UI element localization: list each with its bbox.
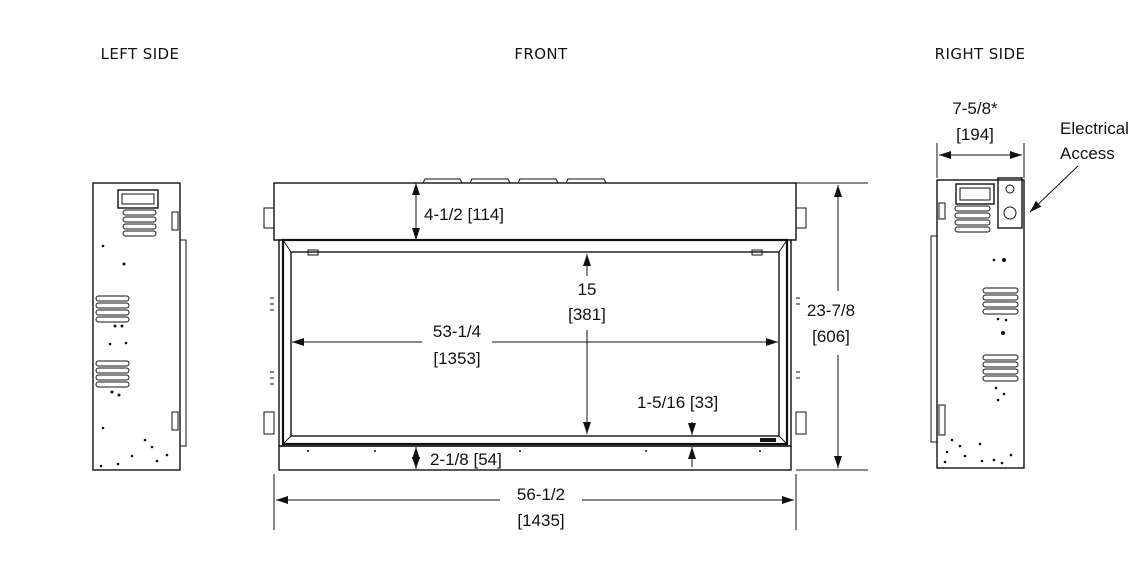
right-side-title: RIGHT SIDE <box>935 45 1026 63</box>
inner-height-mm: [381] <box>568 305 606 324</box>
overall-height-mm: [606] <box>812 327 850 346</box>
front-title: FRONT <box>514 45 568 63</box>
electrical-access-label-line1: Electrical <box>1060 119 1129 138</box>
left-side-view <box>92 182 187 471</box>
inner-width-mm: [1353] <box>433 349 480 368</box>
base-dimension: 2-1/8 [54] <box>430 450 502 469</box>
front-dimensions <box>273 182 868 530</box>
depth-dimension: 7-5/8* <box>952 99 998 118</box>
left-side-title: LEFT SIDE <box>101 45 180 63</box>
inner-width-dimension: 53-1/4 <box>433 322 481 341</box>
depth-mm: [194] <box>956 125 994 144</box>
top-band-dimension: 4-1/2 [114] <box>424 205 504 224</box>
overall-height-dimension: 23-7/8 <box>807 301 855 320</box>
overall-width-mm: [1435] <box>517 511 564 530</box>
right-side-view <box>930 143 1079 469</box>
bottom-band-dimension: 1-5/16 [33] <box>637 393 718 412</box>
overall-width-dimension: 56-1/2 <box>517 485 565 504</box>
front-view <box>263 178 807 471</box>
inner-height-dimension: 15 <box>578 280 597 299</box>
electrical-access-label-line2: Access <box>1060 144 1115 163</box>
